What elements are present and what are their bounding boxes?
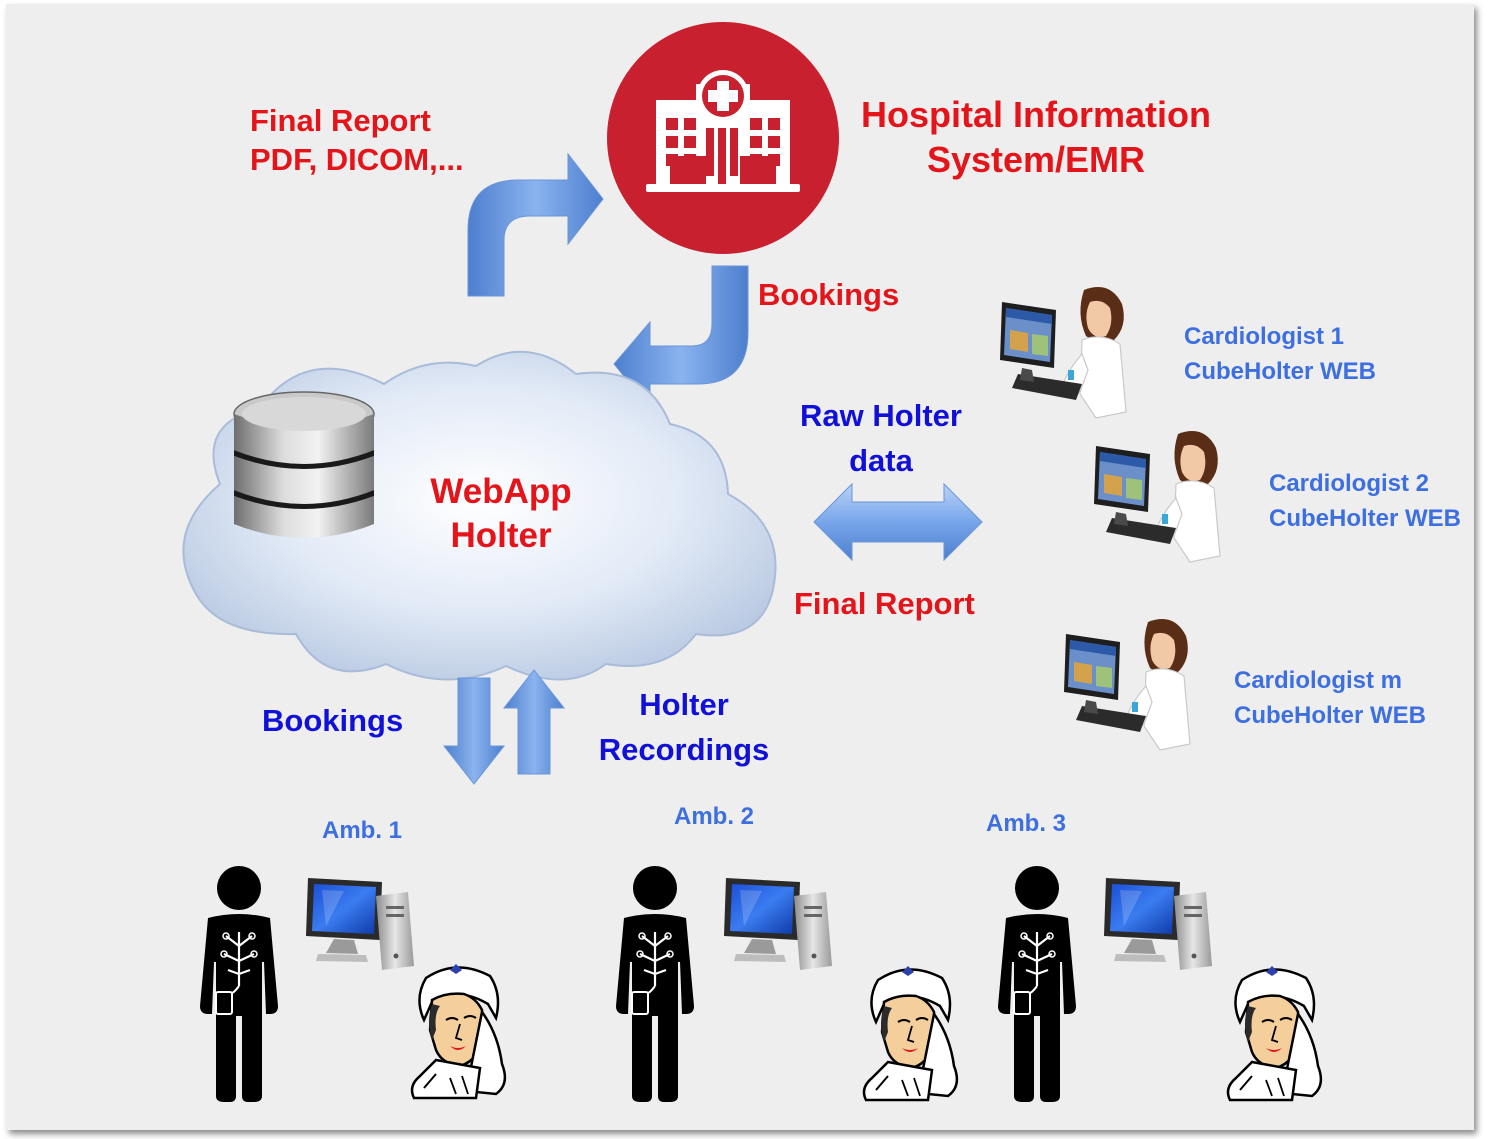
final-report-top-label: Final Report PDF, DICOM,... bbox=[250, 102, 464, 180]
patient-1-icon bbox=[198, 864, 280, 1104]
arrow-bookings-down bbox=[442, 677, 506, 785]
diagram-canvas: Final Report PDF, DICOM,... Hospital Inf… bbox=[6, 4, 1474, 1130]
cardiologist-1-label: Cardiologist 1 CubeHolter WEB bbox=[1184, 320, 1376, 390]
cloud-label-line1: WebApp bbox=[430, 472, 572, 511]
raw-holter-line2: data bbox=[849, 442, 913, 478]
nurse-3-icon bbox=[1226, 964, 1323, 1102]
cardiologist-1-app: CubeHolter WEB bbox=[1184, 357, 1376, 385]
patient-2-icon bbox=[614, 864, 696, 1104]
raw-holter-line1: Raw Holter bbox=[800, 398, 962, 433]
bookings-top-label: Bookings bbox=[758, 277, 900, 312]
holter-recordings-line2: Recordings bbox=[598, 731, 770, 767]
cardiologist-2-label: Cardiologist 2 CubeHolter WEB bbox=[1269, 467, 1461, 537]
cardiologist-1-icon bbox=[999, 286, 1127, 419]
hospital-title: Hospital Information System/EMR bbox=[854, 92, 1218, 182]
nurse-1-icon bbox=[410, 962, 507, 1100]
computer-1-icon bbox=[306, 878, 414, 970]
cloud-label-line2: Holter bbox=[450, 515, 552, 555]
final-report-top-line2: PDF, DICOM,... bbox=[250, 141, 464, 177]
arrow-recordings-up bbox=[502, 669, 566, 775]
database-icon bbox=[233, 391, 375, 538]
holter-recordings-line1: Holter bbox=[639, 687, 729, 722]
patient-3-icon bbox=[996, 864, 1078, 1104]
bookings-bottom-label: Bookings bbox=[262, 703, 404, 738]
cardiologist-2-name: Cardiologist 2 bbox=[1269, 470, 1430, 497]
ambulatory-1-label: Amb. 1 bbox=[322, 817, 403, 844]
diagram-graphics bbox=[182, 22, 1323, 1104]
holter-recordings-label: Holter Recordings bbox=[594, 683, 774, 773]
cardiologist-2-icon bbox=[1093, 430, 1221, 563]
cardiologist-m-label: Cardiologist m CubeHolter WEB bbox=[1234, 664, 1426, 734]
cardiologist-1-name: Cardiologist 1 bbox=[1184, 323, 1345, 350]
cardiologist-m-name: Cardiologist m bbox=[1234, 667, 1403, 694]
final-report-top-line1: Final Report bbox=[250, 103, 431, 138]
cloud-label: WebApp Holter bbox=[386, 470, 616, 558]
computer-2-icon bbox=[724, 878, 832, 970]
hospital-title-line1: Hospital Information bbox=[861, 94, 1211, 135]
cardiologist-2-app: CubeHolter WEB bbox=[1269, 504, 1461, 532]
cardiologist-m-app: CubeHolter WEB bbox=[1234, 701, 1426, 729]
arrow-cloud-cardiologists bbox=[813, 482, 983, 562]
computer-3-icon bbox=[1104, 878, 1212, 970]
hospital-title-line2: System/EMR bbox=[926, 139, 1146, 180]
ambulatory-2-label: Amb. 2 bbox=[674, 803, 755, 830]
final-report-right-label: Final Report bbox=[794, 586, 975, 621]
ambulatory-3-label: Amb. 3 bbox=[986, 810, 1067, 837]
arrow-report-to-hospital bbox=[467, 152, 604, 297]
cardiologist-m-icon bbox=[1063, 618, 1191, 751]
hospital-icon bbox=[607, 22, 839, 254]
nurse-2-icon bbox=[862, 964, 959, 1102]
raw-holter-label: Raw Holter data bbox=[778, 394, 984, 484]
